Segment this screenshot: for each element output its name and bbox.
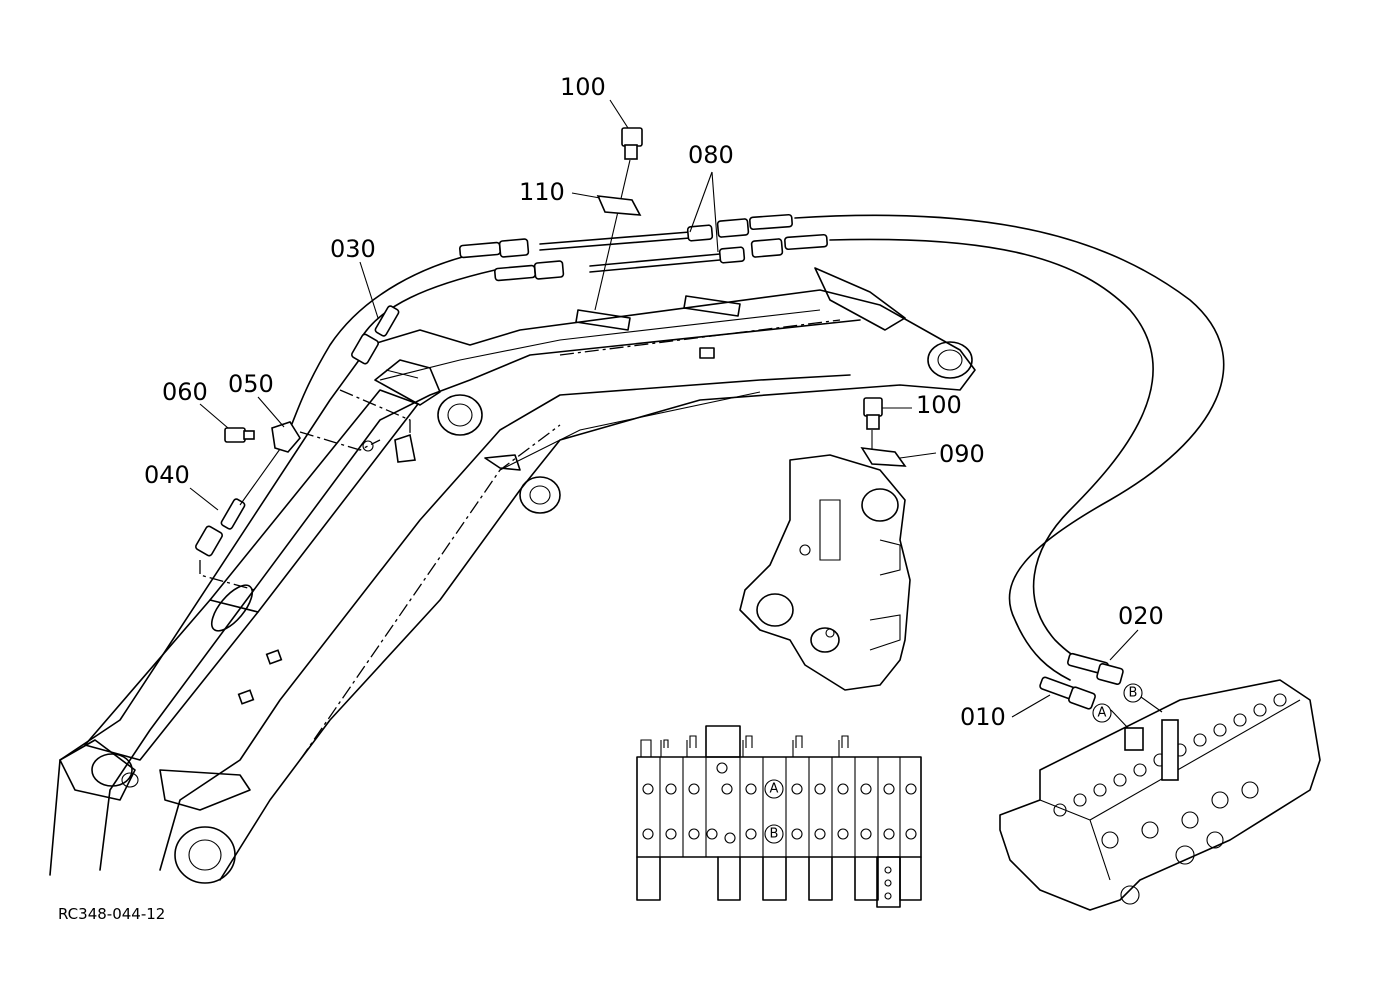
bucket-link bbox=[739, 454, 911, 691]
drawing-reference-code: RC348-044-12 bbox=[58, 905, 165, 923]
label-110: 110 bbox=[519, 178, 565, 206]
label-050: 050 bbox=[228, 370, 274, 398]
part-number-labels: 100 080 110 030 050 060 040 100 090 020 … bbox=[144, 73, 1164, 731]
label-030: 030 bbox=[330, 235, 376, 263]
hydraulic-hoses bbox=[195, 127, 1225, 681]
label-100-top: 100 bbox=[560, 73, 606, 101]
label-010: 010 bbox=[960, 703, 1006, 731]
label-100-mid: 100 bbox=[916, 391, 962, 419]
schematic-port-b-label: B bbox=[770, 827, 779, 842]
arm-cylinder bbox=[59, 359, 441, 801]
label-090: 090 bbox=[939, 440, 985, 468]
label-020: 020 bbox=[1118, 602, 1164, 630]
label-080: 080 bbox=[688, 141, 734, 169]
label-060: 060 bbox=[162, 378, 208, 406]
leader-lines bbox=[189, 99, 1139, 718]
valve-port-b-label: B bbox=[1129, 686, 1138, 701]
boom-arm bbox=[49, 267, 976, 884]
valve-port-a-label: A bbox=[1098, 706, 1107, 721]
control-valve: A B bbox=[999, 652, 1321, 911]
valve-schematic: A B bbox=[636, 725, 922, 908]
label-040: 040 bbox=[144, 461, 190, 489]
schematic-port-a-label: A bbox=[770, 782, 779, 797]
